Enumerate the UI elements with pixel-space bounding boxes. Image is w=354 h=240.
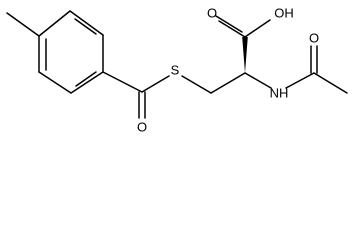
ring-bond xyxy=(38,10,71,37)
stereo-wedge-bond xyxy=(242,37,248,73)
amide-nh-label: NH xyxy=(270,86,289,101)
methyl-bond xyxy=(6,12,40,37)
carboxyl-double-bond xyxy=(218,20,246,38)
carboxyl-hydroxyl-bond xyxy=(244,19,271,38)
molecule-structure: O OH S NH O O xyxy=(6,6,348,135)
ring-bond xyxy=(38,71,72,94)
aryl-carbonyl-bond xyxy=(102,71,143,93)
ring-double-bond xyxy=(74,18,97,35)
atom-labels: O OH S NH O O xyxy=(137,6,319,135)
hydroxyl-label: OH xyxy=(274,6,294,21)
acetyl-oxygen-label: O xyxy=(309,31,319,46)
methylene-alpha-bond xyxy=(210,72,246,94)
carbonyl-sulfur-bond xyxy=(141,75,170,93)
acetyl-methyl-bond xyxy=(313,72,348,94)
sulfur-methylene-bond xyxy=(181,75,212,94)
thioester-oxygen-label: O xyxy=(137,120,147,135)
sulfur-label: S xyxy=(171,63,180,78)
carboxyl-oxygen-label: O xyxy=(207,6,217,21)
ring-bond xyxy=(70,71,104,94)
ring-bond xyxy=(69,10,104,36)
ring-double-bond xyxy=(75,71,97,87)
nitrogen-acetyl-bond xyxy=(285,72,315,89)
benzene-ring xyxy=(38,10,104,94)
alpha-nitrogen-bond xyxy=(244,72,272,89)
carboxyl-double-bond xyxy=(215,15,243,33)
